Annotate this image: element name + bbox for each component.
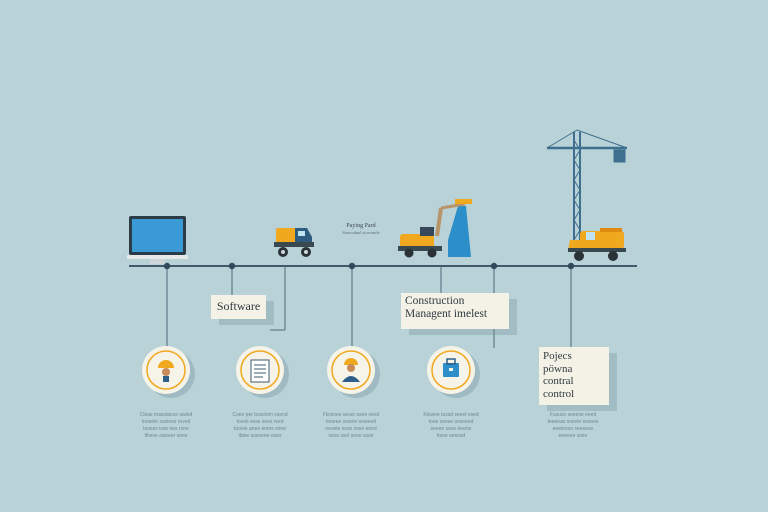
paving-label: Paying Pard Soncudnal siceurnde bbox=[330, 222, 392, 236]
caption-line: eeeeee ssee bbox=[558, 433, 588, 439]
caption-line: tooeie anee emes sone bbox=[234, 426, 286, 432]
caption-4: Klowoe tussd seeel esed tooe sesee sesee… bbox=[416, 412, 486, 440]
laptop-icon bbox=[127, 216, 188, 264]
project-control-line1: Pojecs bbox=[543, 350, 572, 362]
caption-line: Fusuce seeese eeed bbox=[549, 412, 597, 418]
caption-line: Klowoe tussd seeel esed bbox=[423, 412, 479, 418]
caption-line: Flovioee seser ssee oesd bbox=[322, 412, 380, 418]
excavator-icon bbox=[398, 199, 472, 258]
project-control-line3: contral bbox=[543, 375, 574, 388]
caption-line: tooeli sese sees rved bbox=[236, 419, 284, 425]
timeline-nodes bbox=[163, 262, 575, 270]
paving-title: Paying Pard bbox=[346, 223, 376, 229]
caption-line: tooeee sseeie neweed bbox=[325, 419, 377, 425]
construction-management-line2: Managent imelest bbox=[405, 308, 488, 321]
timeline-node bbox=[348, 262, 356, 270]
caption-5: Fusuce seeese eeed teeeeas sseeie sseees… bbox=[538, 412, 608, 440]
caption-line: ibiee aseseee eses bbox=[238, 433, 282, 439]
paving-subtitle: Soncudnal siceurnde bbox=[342, 230, 380, 235]
caption-line: Cleas masstacoe swied bbox=[139, 412, 193, 418]
caption-3: Flovioee seser ssee oesd tooeee sseeie n… bbox=[316, 412, 386, 440]
document-list-icon bbox=[236, 346, 289, 398]
caption-line: tooe sesee seseeed bbox=[428, 419, 474, 425]
briefcase-icon bbox=[427, 346, 480, 398]
project-control-line2: pöwna bbox=[543, 362, 573, 375]
construction-management-label: Construction Managent imelest bbox=[401, 293, 509, 329]
timeline-node bbox=[490, 262, 498, 270]
caption-line: eeeteesn seeeese bbox=[552, 426, 594, 432]
caption-line: fiheve siseeer seee bbox=[144, 433, 188, 439]
caption-line: ssoe ssel seoe ssoe bbox=[328, 433, 374, 439]
caption-line: tooeele sseiese roved bbox=[141, 419, 191, 425]
connectors bbox=[166, 266, 572, 348]
caption-1: Cleas masstacoe swied tooeele sseiese ro… bbox=[131, 412, 201, 440]
project-control-label: Pojecs pöwna contral control bbox=[539, 347, 609, 405]
timeline-node bbox=[228, 262, 236, 270]
construction-management-line1: Construction bbox=[405, 295, 465, 307]
service-truck-icon bbox=[568, 228, 626, 261]
caption-line: seeee sese eeene bbox=[430, 426, 472, 432]
engineer-icon bbox=[327, 346, 380, 398]
software-label: Software bbox=[211, 295, 266, 319]
dump-truck-icon bbox=[274, 228, 314, 257]
caption-line: oeoeie ssoe ssee eeed bbox=[325, 426, 377, 432]
tower-crane-icon bbox=[546, 129, 628, 241]
caption-line: ttsee seeesd bbox=[436, 433, 466, 439]
software-text: Software bbox=[216, 299, 261, 314]
caption-2: Coee per bsseiom ssend tooeli sese sees … bbox=[225, 412, 295, 440]
caption-line: tooess isse ees rone bbox=[143, 426, 189, 432]
caption-line: Coee per bsseiom ssend bbox=[232, 412, 288, 418]
project-control-line4: control bbox=[543, 387, 575, 400]
hard-hat-worker-icon bbox=[142, 346, 195, 398]
timeline-node bbox=[567, 262, 575, 270]
timeline-node bbox=[163, 262, 171, 270]
caption-line: teeeeas sseeie sseees bbox=[547, 419, 599, 425]
